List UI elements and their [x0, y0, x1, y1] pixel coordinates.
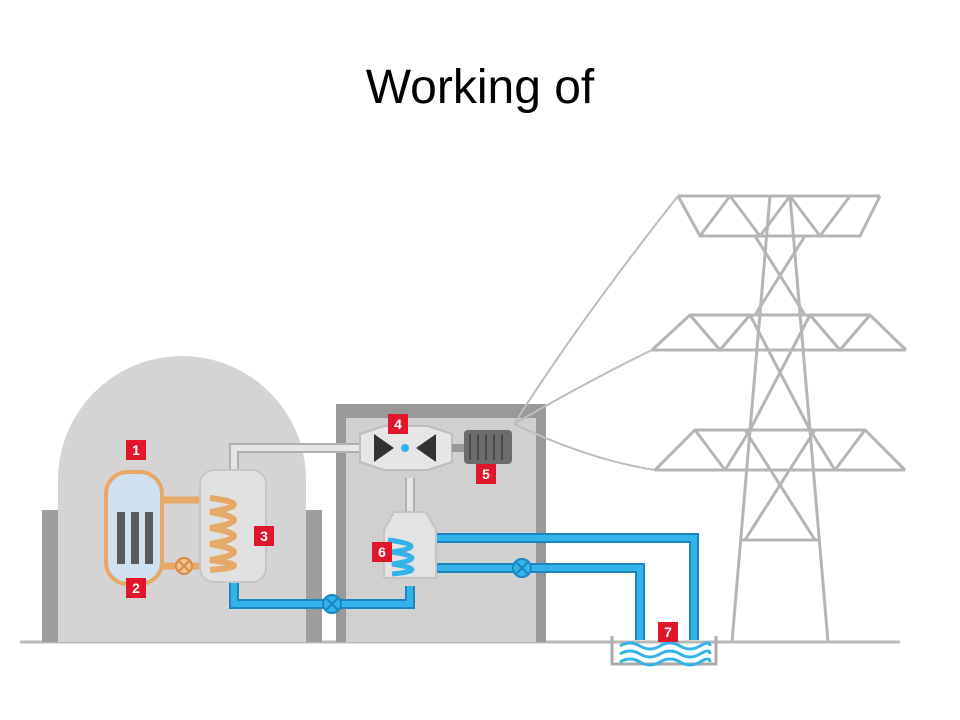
- badge-7-label: 7: [664, 624, 672, 640]
- badge-3: 3: [254, 526, 274, 546]
- reactor-vessel: [104, 470, 164, 586]
- badge-5-label: 5: [482, 466, 490, 482]
- condenser: [383, 511, 437, 579]
- badge-1: 1: [126, 440, 146, 460]
- primary-pump-icon: [175, 557, 193, 575]
- badge-6-label: 6: [378, 544, 386, 560]
- pump-icon: [322, 594, 342, 614]
- badge-7: 7: [658, 622, 678, 642]
- badge-3-label: 3: [260, 528, 268, 544]
- power-lines: [513, 195, 679, 471]
- badge-6: 6: [372, 542, 392, 562]
- badge-1-label: 1: [132, 442, 140, 458]
- water-source: [610, 636, 718, 667]
- slide-title: Working of: [365, 61, 595, 114]
- badge-2-label: 2: [132, 580, 140, 596]
- generator: [452, 430, 512, 464]
- badge-5: 5: [476, 464, 496, 484]
- pump-icon: [512, 558, 532, 578]
- badge-2: 2: [126, 578, 146, 598]
- transmission-tower: [650, 194, 908, 643]
- badge-4: 4: [388, 414, 408, 434]
- badge-4-label: 4: [394, 416, 402, 432]
